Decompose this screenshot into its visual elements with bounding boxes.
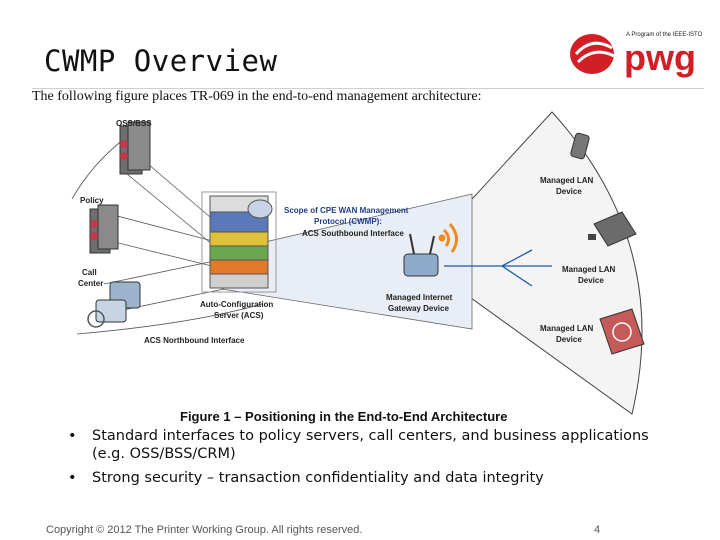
- wifi-signal-icon: [438, 223, 458, 253]
- page-number: 4: [594, 524, 601, 536]
- oss-bss-label: OSS/BSS: [116, 119, 152, 128]
- scope-label-line2: Protocol (CWMP):: [314, 217, 382, 226]
- acs-label-line2: Server (ACS): [214, 311, 264, 320]
- title-rule: [32, 88, 704, 89]
- pwg-logo-text: pwg: [624, 37, 696, 78]
- bullet-item: • Strong security – transaction confident…: [68, 469, 668, 487]
- pwg-swoosh-icon: pwg: [570, 34, 696, 78]
- call-center-label-line2: Center: [78, 279, 103, 288]
- scope-label-line1: Scope of CPE WAN Management: [284, 206, 409, 215]
- lan-device-disc-icon: [599, 308, 645, 355]
- scope-label-line3: ACS Southbound Interface: [302, 229, 404, 238]
- lan2-label-line1: Managed LAN: [562, 265, 616, 274]
- acs-northbound-label: ACS Northbound Interface: [144, 336, 245, 345]
- lan3-label-line1: Managed LAN: [540, 324, 594, 333]
- bullet-item: • Standard interfaces to policy servers, …: [68, 427, 668, 463]
- bullet-dot-icon: •: [68, 470, 77, 486]
- policy-server-icon: [89, 204, 119, 254]
- policy-label: Policy: [80, 196, 104, 205]
- bullet-list: • Standard interfaces to policy servers, …: [68, 427, 668, 493]
- pwg-logo: pwg A Program of the IEEE-ISTO: [566, 24, 703, 82]
- lan-fork-lines: [444, 249, 552, 287]
- call-center-label-line1: Call: [82, 268, 97, 277]
- acs-server-icon: [201, 191, 277, 293]
- lan-scope-sector: [416, 111, 643, 415]
- gateway-label-line2: Gateway Device: [388, 304, 449, 313]
- logo-tagline: A Program of the IEEE-ISTO: [626, 32, 703, 38]
- acs-label-line1: Auto-Configuration: [200, 300, 273, 309]
- slide-title: CWMP Overview: [44, 44, 278, 78]
- lan1-label-line2: Device: [556, 187, 582, 196]
- lan1-label-line1: Managed LAN: [540, 176, 594, 185]
- bullet-text: Strong security – transaction confidenti…: [92, 470, 544, 486]
- lan-device-phone-icon: [570, 132, 590, 160]
- lan2-label-line2: Device: [578, 276, 604, 285]
- footer-copyright: Copyright © 2012 The Printer Working Gro…: [46, 524, 363, 536]
- architecture-figure: OSS/BSS Policy Call Center Auto: [32, 104, 692, 424]
- bullet-text: Standard interfaces to policy servers, c…: [92, 428, 649, 462]
- figure-caption: Figure 1 – Positioning in the End-to-End…: [180, 409, 508, 424]
- lan-device-stb-icon: [588, 211, 637, 247]
- gateway-router-icon: [403, 233, 439, 277]
- oss-bss-server-icon: [119, 121, 151, 175]
- gateway-label-line1: Managed Internet: [386, 293, 453, 302]
- bullet-dot-icon: •: [68, 428, 77, 444]
- figure-intro: The following figure places TR-069 in th…: [32, 89, 482, 104]
- lan3-label-line2: Device: [556, 335, 582, 344]
- call-center-icon: [87, 281, 141, 328]
